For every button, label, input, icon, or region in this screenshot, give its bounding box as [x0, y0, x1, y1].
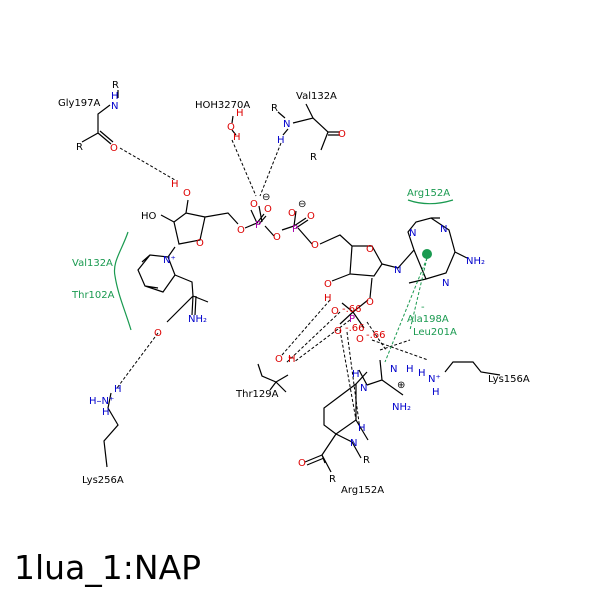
atom-h-arg-a: H [406, 364, 414, 375]
charge-1: -.66 [342, 304, 362, 315]
atom-r-gly: R [112, 80, 119, 91]
label-minus: - [421, 302, 425, 313]
atom-o-bridge: O [273, 232, 281, 243]
atom-neg-p1: ⊖ [262, 192, 270, 203]
atom-nh2-arg: NH₂ [392, 402, 411, 413]
atom-o-p1b: O [264, 204, 272, 215]
atom-r-val: R [271, 103, 278, 114]
atom-o-val: O [338, 129, 346, 140]
atom-o-p3a: O [331, 306, 339, 317]
atom-h-ade3: H [324, 293, 332, 304]
atom-r-val2: R [310, 152, 317, 163]
atom-n-arg-b: N [360, 383, 367, 394]
atom-h-val: H [277, 135, 285, 146]
atom-o-thr: O [275, 354, 283, 365]
diagram-caption: 1lua_1:NAP [14, 548, 202, 587]
atom-n-gly: N [111, 101, 118, 112]
atom-o-p2b: O [307, 211, 315, 222]
arc-arg152-top [407, 199, 454, 205]
atom-neg-p2: ⊖ [298, 199, 306, 210]
atom-o-p3c: O [356, 334, 364, 345]
partial-charges: -.66 -.66 -.66 [342, 304, 386, 341]
label-val132-top: Val132A [296, 91, 337, 102]
atom-hn-lys256: H–N⁺ [89, 396, 114, 407]
label-gly197: Gly197A [58, 98, 101, 109]
atom-p3: P [349, 314, 355, 325]
atom-r-gly2: R [76, 142, 83, 153]
atom-o-rib3: O [183, 188, 191, 199]
atom-h-arg-c: H [358, 423, 366, 434]
atom-h-lys256: H [114, 384, 122, 395]
residue-atom-labels: O H - H H–N⁺ H H N⁺ H N H ⊕ NH₂ H N H N … [89, 352, 441, 485]
atom-n-arg-a: N [390, 364, 397, 375]
atom-h-gly: H [111, 91, 119, 102]
atom-h-rib: H [171, 179, 179, 190]
atom-n-plus-nic: N⁺ [163, 255, 176, 266]
atom-n1: N [440, 224, 447, 235]
atom-pos-arg: ⊕ [397, 380, 405, 391]
atom-p1: P [255, 220, 261, 231]
atom-ho-rib2: HO [141, 211, 157, 222]
atom-h-lys156: H [418, 368, 426, 379]
atom-nh2-nic: NH₂ [188, 314, 207, 325]
hydrogen-bonds [116, 139, 429, 431]
atom-h-water2: H [233, 132, 241, 143]
atom-labels: R H N R O H O H R N H O R H O HO O O N⁺ … [76, 80, 485, 345]
atom-o-ade2: O [366, 297, 374, 308]
residue-labels: Gly197A HOH3270A Val132A Thr129A Lys256A… [58, 91, 530, 496]
label-arg152-bottom: Arg152A [341, 485, 384, 496]
atom-n3: N [442, 278, 449, 289]
atom-o-ade-ring: O [366, 244, 374, 255]
label-ala198: Ala198A [407, 314, 449, 325]
stacking-marker [422, 249, 432, 259]
atom-n7: N [409, 228, 416, 239]
atom-o-arg: O [298, 458, 306, 469]
atom-p2: P [292, 224, 298, 235]
charge-2: -.66 [345, 323, 365, 334]
atom-o-p3b: O [334, 326, 342, 337]
atom-r-arg2: R [329, 474, 336, 485]
charge-3: -.66 [366, 330, 386, 341]
atom-o-water: O [227, 122, 235, 133]
atom-o-rib5: O [237, 225, 245, 236]
atom-o-p2a: O [288, 208, 296, 219]
label-lys156: Lys156A [488, 374, 530, 385]
label-hoh3270: HOH3270A [195, 100, 250, 111]
label-thr102: Thr102A [71, 290, 115, 301]
label-leu201: Leu201A [413, 327, 457, 338]
hydrophobic-contacts [113, 199, 454, 331]
atom-nh2-ade: NH₂ [466, 256, 485, 267]
label-arg152-top: Arg152A [407, 188, 450, 199]
atom-o-gly: O [110, 143, 118, 154]
label-lys256: Lys256A [82, 475, 124, 486]
label-val132-left: Val132A [72, 258, 113, 269]
atom-o-nic: O [154, 328, 162, 339]
ligand-bonds [81, 90, 501, 473]
atom-o-ade3: O [324, 279, 332, 290]
atom-h-water: H [236, 108, 244, 119]
atom-h-thr: H [288, 354, 296, 365]
atom-o-p1a: O [250, 199, 258, 210]
atom-r-arg: R [363, 455, 370, 466]
atom-n9: N [394, 265, 401, 276]
atom-o-p2c: O [311, 240, 319, 251]
atom-o-rib-ring: O [196, 238, 204, 249]
interaction-residue-labels: Arg152A Val132A Thr102A Ala198A Leu201A … [71, 188, 457, 338]
atom-n-val: N [283, 119, 290, 130]
atom-h-arg-b: H [352, 369, 360, 380]
atom-h2-lys156: H [432, 387, 440, 398]
arc-val132-thr102 [113, 231, 132, 331]
label-thr129: Thr129A [235, 389, 279, 400]
atom-n-lys156: N⁺ [428, 374, 441, 385]
atom-n-arg-c: N [350, 438, 357, 449]
atom-minus-thr: - [288, 352, 292, 363]
atom-h2-lys256: H [102, 407, 110, 418]
